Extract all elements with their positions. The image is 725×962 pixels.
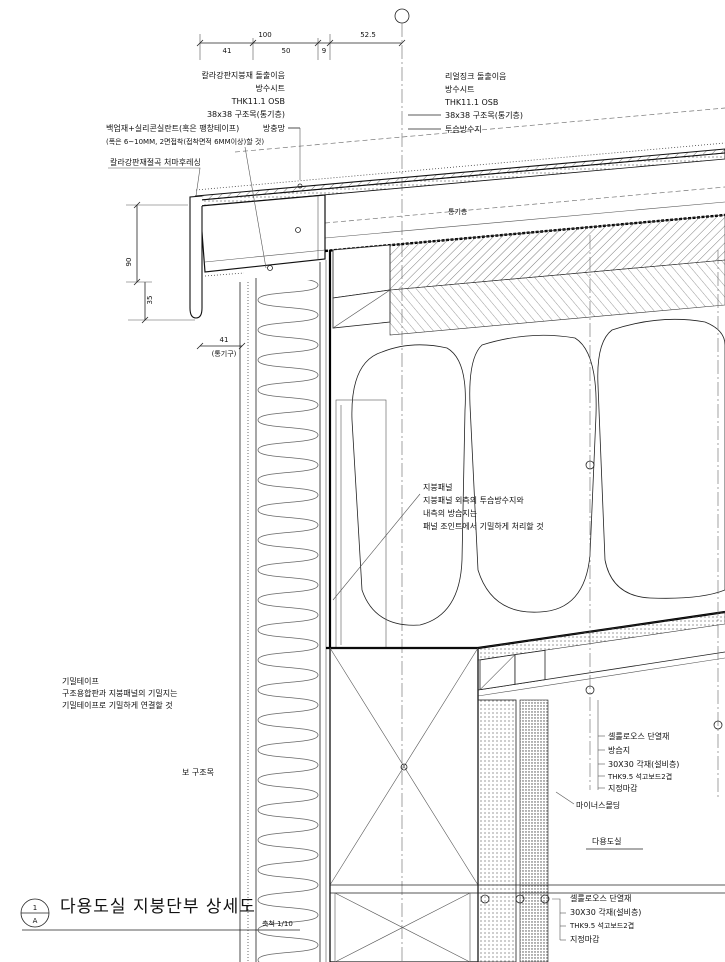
sealant-note: 백업재+실리콘실란트(혹은 팽창테이프) (폭은 6~10MM, 2면접착(접착… bbox=[106, 123, 267, 269]
ceiling-labels-lower: 셀룰로오스 단열재 30X30 각재(설비층) THK9.5 석고보드2겹 지정… bbox=[552, 893, 641, 944]
airtight-note: 기밀테이프 구조용합판과 지붕패널의 기밀지는 기밀테이프로 기밀하게 연결할 … bbox=[62, 676, 178, 710]
roof-labels-left: 칼라강판지붕재 돌출이음 방수시트 THK11.1 OSB 38x38 구조목(… bbox=[201, 70, 301, 180]
panel-note-leader bbox=[332, 493, 421, 601]
grid-marker bbox=[394, 8, 410, 24]
label-breather-membrane: 투습방수지 bbox=[445, 124, 482, 134]
molding-label: 마이너스몰딩 bbox=[576, 800, 620, 810]
dim-fascia-height: 90 bbox=[125, 258, 133, 267]
cellulose-insulation bbox=[351, 344, 466, 626]
airtight-note-line2: 기밀테이프로 기밀하게 연결할 것 bbox=[62, 700, 173, 710]
fasteners bbox=[267, 183, 303, 271]
vent-batten-line bbox=[324, 186, 725, 224]
title-block: 1 A 다용도실 지붕단부 상세도 축척 1/10 bbox=[20, 897, 300, 931]
flashing-label: 칼라강판재절곡 처마후레싱 bbox=[110, 157, 201, 167]
label-roofing-left: 칼라강판지붕재 돌출이음 bbox=[201, 70, 285, 80]
label-finish-lower: 지정마감 bbox=[570, 934, 600, 944]
title-marker-sheet: A bbox=[33, 917, 38, 925]
page-title: 다용도실 지붕단부 상세도 bbox=[60, 897, 256, 917]
panel-insulation-band bbox=[389, 214, 725, 291]
ceiling-assembly bbox=[477, 611, 725, 697]
label-cellulose: 셀룰로오스 단열재 bbox=[608, 731, 669, 741]
lower-ceiling bbox=[330, 884, 725, 962]
panel-block-upper bbox=[332, 244, 391, 299]
panel-note-title: 지붕패널 bbox=[423, 482, 452, 492]
vent-layer-label: 통기층 bbox=[448, 207, 468, 216]
roofing-sheet bbox=[194, 148, 725, 201]
dim-top-overall: 100 bbox=[258, 31, 271, 39]
vapor-barrier-layer bbox=[477, 611, 725, 661]
label-waterproof-sheet-left: 방수시트 bbox=[256, 83, 285, 93]
panel-note: 지붕패널 지붕패널 외측의 투습방수지와 내측의 방습지는 패널 조인트에서 기… bbox=[423, 482, 544, 531]
label-batten-right: 38x38 구조목(통기층) bbox=[445, 111, 523, 120]
cellulose-insulation bbox=[469, 334, 597, 613]
label-waterproof-sheet-right: 방수시트 bbox=[445, 84, 474, 94]
ceiling-labels: 셀룰로오스 단열재 방습지 30X30 각재(설비층) THK9.5 석고보드2… bbox=[597, 700, 679, 793]
dim-top-seg1: 41 bbox=[223, 47, 232, 55]
roof-reference-line bbox=[234, 107, 725, 153]
label-cellulose-lower: 셀룰로오스 단열재 bbox=[570, 893, 631, 903]
beam bbox=[329, 647, 479, 962]
flashing-label-group: 칼라강판재절곡 처마후레싱 bbox=[108, 157, 201, 197]
panel-note-line1: 지붕패널 외측의 투습방수지와 bbox=[423, 495, 524, 505]
roof-panel bbox=[324, 213, 725, 650]
vent-layer-line bbox=[324, 201, 725, 239]
panel-insulation-band-lower bbox=[389, 259, 725, 336]
roof-labels-right: 리얼징크 돌출이음 방수시트 THK11.1 OSB 38x38 구조목(통기층… bbox=[408, 71, 523, 216]
label-insect-screen: 방충망 bbox=[263, 123, 286, 133]
dim-drip-length: 35 bbox=[146, 296, 154, 305]
panel-note-line2: 내측의 방습지는 bbox=[423, 508, 477, 518]
dim-top-seg3: 9 bbox=[322, 47, 326, 55]
title-marker-number: 1 bbox=[33, 904, 37, 912]
room-label-group: 다용도실 bbox=[586, 836, 643, 850]
cellulose-insulation bbox=[597, 318, 725, 599]
right-reference-lines bbox=[585, 235, 723, 800]
dim-vent-width: 41 bbox=[220, 336, 229, 344]
label-batten-left: 38x38 구조목(통기층) bbox=[207, 110, 285, 119]
label-gypsum-board: THK9.5 석고보드2겹 bbox=[607, 772, 672, 781]
beam-label: 보 구조목 bbox=[182, 768, 214, 777]
osb-sheathing bbox=[199, 152, 725, 207]
label-gypsum-board-lower: THK9.5 석고보드2겹 bbox=[569, 921, 634, 930]
wall-insulation bbox=[256, 280, 320, 962]
exterior-wall bbox=[239, 250, 332, 962]
panel-note-line3: 패널 조인트에서 기밀하게 처리할 것 bbox=[423, 521, 544, 531]
label-finish: 지정마감 bbox=[608, 783, 638, 793]
label-osb-left: THK11.1 OSB bbox=[231, 97, 285, 106]
sealant-note-line2: (폭은 6~10MM, 2면접착(접착면적 6MM이상)할 것) bbox=[106, 137, 264, 146]
airtight-note-line1: 구조용합판과 지붕패널의 기밀지는 bbox=[62, 688, 178, 698]
top-dimension: 100 41 50 9 52.5 bbox=[196, 31, 406, 60]
label-roofing-right: 리얼징크 돌출이음 bbox=[445, 71, 506, 81]
label-service-batten-lower: 30X30 각재(설비층) bbox=[570, 907, 641, 917]
label-vapor-barrier: 방습지 bbox=[608, 745, 630, 755]
dim-top-offset: 52.5 bbox=[360, 31, 376, 39]
label-service-batten: 30X30 각재(설비층) bbox=[608, 759, 679, 769]
dim-top-seg2: 50 bbox=[282, 47, 291, 55]
scale-note: 축척 1/10 bbox=[262, 919, 293, 928]
grid-axis bbox=[394, 8, 410, 962]
airtight-note-title: 기밀테이프 bbox=[62, 676, 99, 686]
fascia-board bbox=[199, 194, 326, 277]
interior-wall bbox=[477, 699, 549, 962]
service-batten bbox=[514, 649, 546, 685]
eave-flashing bbox=[189, 195, 203, 319]
sealant-note-line1: 백업재+실리콘실란트(혹은 팽창테이프) bbox=[106, 123, 239, 133]
panel-joint bbox=[335, 399, 387, 649]
label-osb-right: THK11.1 OSB bbox=[444, 98, 498, 107]
left-dimension: 90 35 41 (통기구) bbox=[125, 201, 246, 358]
room-label: 다용도실 bbox=[592, 836, 621, 846]
dim-vent-note: (통기구) bbox=[212, 349, 237, 358]
